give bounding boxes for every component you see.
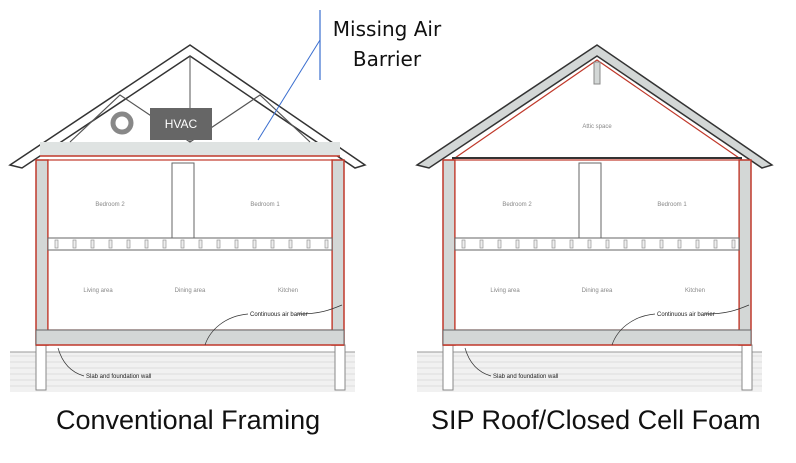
air-barrier-leader-right xyxy=(704,304,750,315)
room-label-living: Living area xyxy=(490,288,520,294)
floor-joist xyxy=(324,239,329,249)
floor-joist xyxy=(54,239,59,249)
floor-joist xyxy=(731,239,736,249)
floor-joist xyxy=(144,239,149,249)
roof xyxy=(415,44,774,169)
room-label-kitchen: Kitchen xyxy=(278,288,298,294)
air-barrier-label: Continuous air barrier xyxy=(250,312,308,318)
slab xyxy=(35,329,345,346)
floor-joist xyxy=(677,239,682,249)
wall-left xyxy=(35,159,49,346)
floor-joist xyxy=(306,239,311,249)
slab-leader xyxy=(57,347,85,377)
room-label-bedroom-2: Bedroom 2 xyxy=(502,202,532,208)
floor-joist xyxy=(479,239,484,249)
floor-joist xyxy=(587,239,592,249)
floor-joist xyxy=(641,239,646,249)
missing-air-barrier-callout: Missing Air Barrier xyxy=(322,14,452,74)
room-label-bedroom-1: Bedroom 1 xyxy=(657,202,687,208)
air-barrier-leader xyxy=(611,313,656,346)
floor-joist xyxy=(569,239,574,249)
floor-joist xyxy=(270,239,275,249)
floor-joist xyxy=(605,239,610,249)
floor-joist xyxy=(126,239,131,249)
attic-insulation xyxy=(40,142,340,156)
slab-label: Slab and foundation wall xyxy=(493,374,558,380)
floor-joist xyxy=(198,239,203,249)
floor-joist xyxy=(234,239,239,249)
floor-joist xyxy=(252,239,257,249)
attic-space-label: Attic space xyxy=(582,124,612,130)
ridge-block xyxy=(593,61,601,85)
floor-joist xyxy=(72,239,77,249)
foundation-wall-left xyxy=(35,344,47,391)
slab xyxy=(442,329,752,346)
wall-right xyxy=(738,159,752,346)
room-label-kitchen: Kitchen xyxy=(685,288,705,294)
floor-system xyxy=(454,237,740,251)
floor-joist xyxy=(461,239,466,249)
floor-joist xyxy=(180,239,185,249)
roof xyxy=(8,44,367,169)
caption-sip-roof: SIP Roof/Closed Cell Foam xyxy=(431,405,761,435)
caption-conventional-framing: Conventional Framing xyxy=(56,405,321,435)
floor-joist xyxy=(90,239,95,249)
room-label-bedroom-2: Bedroom 2 xyxy=(95,202,125,208)
partition-wall xyxy=(578,162,602,239)
ground-hatch xyxy=(417,352,762,392)
floor-joist xyxy=(659,239,664,249)
floor-joist xyxy=(515,239,520,249)
hvac-label: HVAC xyxy=(164,117,198,131)
callout-line-1: Missing Air xyxy=(332,17,442,41)
floor-joist xyxy=(533,239,538,249)
floor-joist xyxy=(551,239,556,249)
wall-left xyxy=(442,159,456,346)
hvac-duct-icon xyxy=(110,111,134,135)
ground-hatch xyxy=(10,352,355,392)
floor-joist xyxy=(713,239,718,249)
room-label-dining: Dining area xyxy=(175,288,206,294)
room-label-living: Living area xyxy=(83,288,113,294)
room-label-dining: Dining area xyxy=(582,288,613,294)
callout-leader xyxy=(257,39,321,141)
foundation-wall-right xyxy=(741,344,753,391)
slab-leader xyxy=(464,347,492,377)
floor-joist xyxy=(695,239,700,249)
callout-line-2: Barrier xyxy=(352,47,422,71)
foundation-wall-right xyxy=(334,344,346,391)
floor-joist xyxy=(108,239,113,249)
air-barrier-label: Continuous air barrier xyxy=(657,312,715,318)
floor-joist xyxy=(623,239,628,249)
floor-joist xyxy=(162,239,167,249)
hvac-unit: HVAC xyxy=(150,108,212,140)
floor-joist xyxy=(216,239,221,249)
floor-system xyxy=(47,237,333,251)
partition-wall xyxy=(171,162,195,239)
slab-label: Slab and foundation wall xyxy=(86,374,151,380)
wall-right xyxy=(331,159,345,346)
floor-joist xyxy=(288,239,293,249)
air-barrier-leader-right xyxy=(297,304,343,315)
air-barrier-leader xyxy=(204,313,249,346)
room-label-bedroom-1: Bedroom 1 xyxy=(250,202,280,208)
foundation-wall-left xyxy=(442,344,454,391)
floor-joist xyxy=(497,239,502,249)
roof-air-barrier xyxy=(451,59,743,161)
